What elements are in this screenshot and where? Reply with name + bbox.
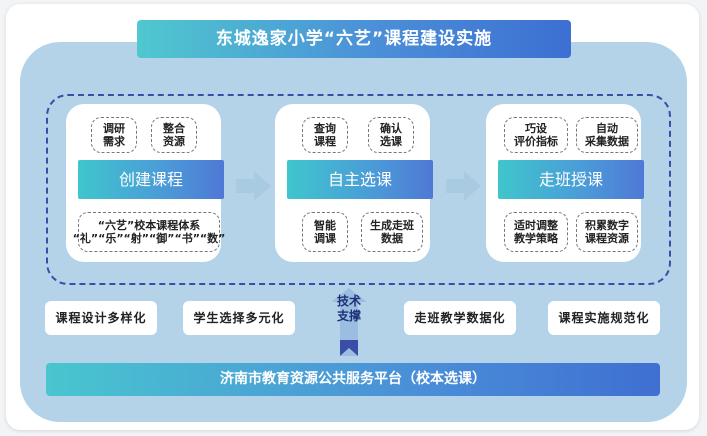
feature-implementation-standard: 课程实施规范化 xyxy=(548,301,660,335)
pill-digital-resources: 积累数字 课程资源 xyxy=(576,212,638,252)
feature-teaching-data: 走班教学数据化 xyxy=(404,301,516,335)
platform-bar: 济南市教育资源公共服务平台（校本选课） xyxy=(46,363,660,396)
step-create-course: 创建课程 xyxy=(78,160,224,199)
pill-query-course: 查询 课程 xyxy=(302,117,348,153)
pill-adjust-strategy: 适时调整 教学策略 xyxy=(504,212,568,252)
pill-integrate-resources: 整合 资源 xyxy=(151,117,197,153)
step-class-teaching: 走班授课 xyxy=(498,160,644,199)
pill-generate-data: 生成走班 数据 xyxy=(361,212,423,252)
pill-evaluation-index: 巧设 评价指标 xyxy=(504,117,568,153)
step-self-select: 自主选课 xyxy=(287,160,433,199)
pill-auto-collect: 自动 采集数据 xyxy=(576,117,638,153)
panel-create-course: 调研 需求 整合 资源 创建课程 “六艺”校本课程体系 “礼”“乐”“射”“御”… xyxy=(66,104,225,262)
pill-six-arts-system: “六艺”校本课程体系 “礼”“乐”“射”“御”“书”“数” xyxy=(73,212,225,252)
feature-design-diversity: 课程设计多样化 xyxy=(45,301,157,335)
panel-select-course: 查询 课程 确认 选课 自主选课 智能 调课 生成走班 数据 xyxy=(275,104,433,262)
arrow-right-icon xyxy=(236,171,271,201)
tech-support-label: 技术 支撑 xyxy=(336,294,361,323)
pill-smart-adjust: 智能 调课 xyxy=(302,212,348,252)
pill-confirm-course: 确认 选课 xyxy=(368,117,414,153)
panel-class-teaching: 巧设 评价指标 自动 采集数据 走班授课 适时调整 教学策略 积累数字 课程资源 xyxy=(486,104,644,262)
feature-choice-pluralism: 学生选择多元化 xyxy=(183,301,295,335)
pill-research-needs: 调研 需求 xyxy=(91,117,137,153)
process-dashed-frame xyxy=(46,94,671,285)
arrow-right-icon xyxy=(446,171,481,201)
diagram-title: 东城逸家小学“六艺”课程建设实施 xyxy=(137,20,571,58)
up-arrow-icon xyxy=(331,288,367,356)
